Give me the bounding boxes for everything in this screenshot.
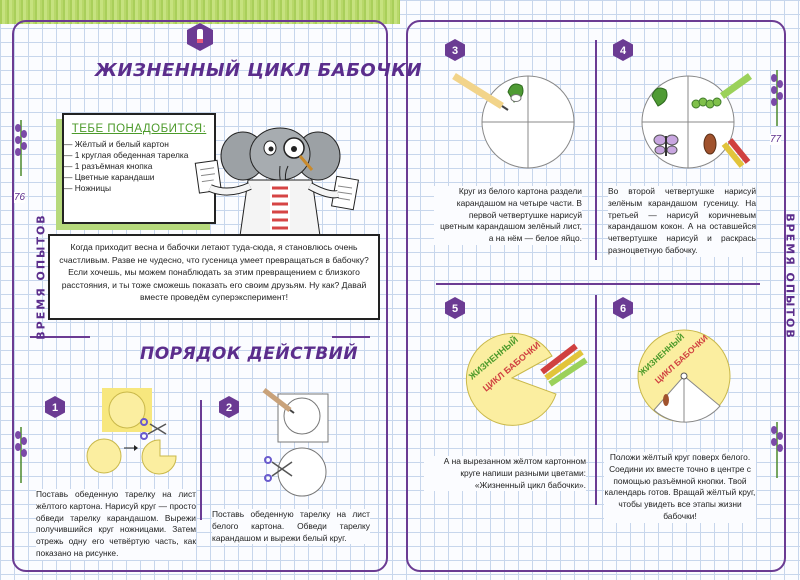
step-number: 1 [52, 402, 58, 414]
step-badge-4: 4 [613, 39, 633, 61]
experiment-badge-icon [187, 23, 213, 51]
right-page-frame [406, 20, 786, 572]
divider [595, 40, 597, 260]
list-item: — 1 круглая обеденная тарелка [64, 150, 189, 160]
step-3-text: Круг из белого картона раздели карандашо… [434, 186, 582, 245]
lavender-icon [15, 427, 27, 483]
step-2-illustration [262, 388, 329, 497]
step-badge-5: 5 [445, 297, 465, 319]
step-6-text: Положи жёлтый круг поверх белого. Соедин… [604, 452, 756, 523]
divider [595, 295, 597, 505]
step-6-illustration: ЖИЗНЕННЫЙ ЦИКЛ БАБОЧКИ [635, 329, 731, 423]
step-number: 2 [226, 402, 232, 414]
sidebar-label-right: ВРЕМЯ ОПЫТОВ [783, 213, 797, 340]
sidebar-label-left: ВРЕМЯ ОПЫТОВ [34, 213, 48, 340]
step-badge-2: 2 [219, 396, 239, 418]
lavender-icon [771, 422, 783, 478]
materials-heading: ТЕБЕ ПОНАДОБИТСЯ: [71, 123, 207, 135]
step-5-text: А на вырезанном жёлтом картонном круге н… [424, 456, 586, 492]
divider [604, 283, 760, 285]
list-item: — Жёлтый и белый картон [64, 139, 169, 149]
materials-box: ТЕБЕ ПОНАДОБИТСЯ: — Жёлтый и белый карто… [62, 113, 216, 224]
elephant-scientist-illustration [194, 127, 360, 236]
page-number-right: 77 [770, 134, 782, 145]
step-number: 5 [452, 303, 458, 315]
divider [200, 400, 202, 520]
step-2-text: Поставь обеденную тарелку на лист белого… [212, 509, 370, 545]
divider [436, 283, 606, 285]
step-3-illustration [452, 73, 575, 169]
intro-text: Когда приходит весна и бабочки летают ту… [48, 234, 380, 320]
step-1-illustration [86, 388, 177, 475]
page-number-left: 76 [14, 192, 26, 203]
page-title: ЖИЗНЕННЫЙ ЦИКЛ БАБОЧКИ [95, 60, 423, 81]
materials-list: — Жёлтый и белый картон — 1 круглая обед… [64, 139, 214, 194]
list-item: — Цветные карандаши [64, 172, 155, 182]
step-4-illustration [641, 73, 753, 169]
lavender-icon [771, 70, 783, 126]
step-badge-1: 1 [45, 396, 65, 418]
step-4-text: Во второй четвертушке нарисуй зелёным ка… [608, 186, 756, 257]
lavender-icon [15, 120, 27, 176]
steps-title: ПОРЯДОК ДЕЙСТВИЙ [140, 344, 359, 364]
step-number: 3 [452, 45, 458, 57]
divider [332, 336, 370, 338]
step-badge-6: 6 [613, 297, 633, 319]
step-5-illustration: ЖИЗНЕННЫЙ ЦИКЛ БАБОЧКИ [465, 332, 588, 426]
step-badge-3: 3 [445, 39, 465, 61]
step-number: 6 [620, 303, 626, 315]
list-item: — Ножницы [64, 183, 112, 193]
step-number: 4 [620, 45, 627, 57]
divider [30, 336, 90, 338]
left-page-frame [12, 20, 388, 572]
list-item: — 1 разъёмная кнопка [64, 161, 153, 171]
step-1-text: Поставь обеденную тарелку на лист жёлтог… [36, 489, 196, 560]
